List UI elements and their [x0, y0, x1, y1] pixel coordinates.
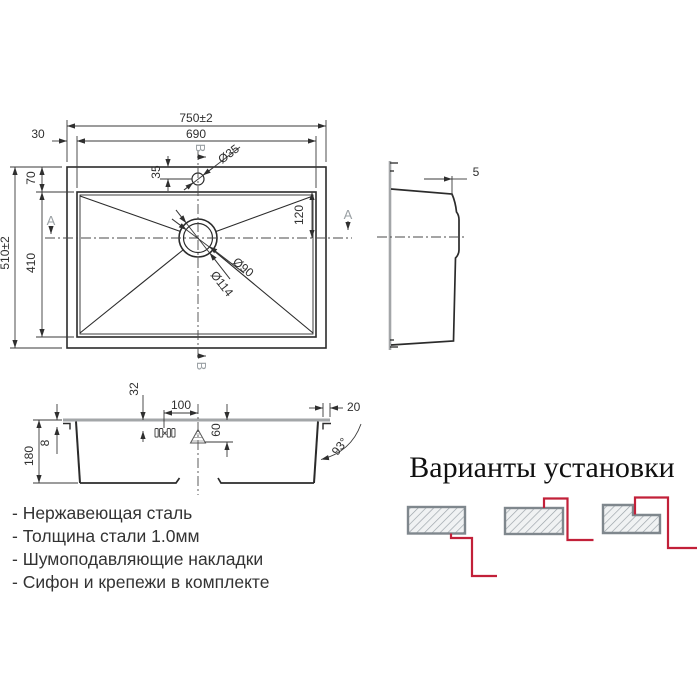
sink-rim-outline [66, 166, 327, 349]
dim-height-total: 510±2 [0, 236, 12, 270]
features-list: - Нержавеющая сталь - Толщина стали 1.0м… [12, 503, 269, 592]
countertop-block-rebated [601, 503, 662, 535]
section-a-right-label: A [344, 207, 353, 222]
feature-item: - Шумоподавляющие накладки [12, 549, 263, 569]
dim-rim-top: 70 [24, 171, 38, 185]
sink-profile-red-line [633, 496, 697, 550]
dim-clip-drop: 32 [127, 382, 141, 396]
basin-diagonals [79, 195, 314, 334]
dim-side-lip: 5 [473, 165, 480, 179]
section-b-top-label: B [193, 144, 208, 153]
front-view-dim-labels: 180 8 32 100 60 20 93° [22, 382, 361, 466]
side-body-profile [390, 188, 460, 346]
dim-width-inner: 690 [186, 127, 206, 141]
basin-walls [75, 421, 319, 484]
sink-basin-inner-edge [79, 194, 314, 335]
front-view-dimension-lines [33, 395, 362, 484]
feature-item: - Сифон и крепежи в комплекте [12, 572, 269, 592]
dim-drain-drop: 60 [209, 423, 223, 437]
side-flange-ticks [390, 162, 398, 348]
dim-rim-lip: 20 [347, 400, 361, 414]
dim-left-offset: 30 [31, 127, 45, 141]
dim-drain-outer: Ø114 [208, 268, 237, 299]
top-view-dimension-lines [10, 120, 327, 349]
install-option-flushmount [601, 496, 697, 550]
sink-basin-outline [76, 191, 317, 338]
side-view: 5 [377, 161, 480, 350]
drain-triangle-symbol [189, 428, 207, 444]
front-view: 180 8 32 100 60 20 93° [22, 382, 362, 495]
sink-profile-red-line [542, 497, 594, 542]
install-option-topmount [503, 497, 594, 542]
top-view-outline [66, 166, 327, 349]
dim-hole-offset: 35 [149, 165, 163, 179]
dim-lip-height: 8 [38, 439, 52, 446]
dim-wall-angle: 93° [329, 435, 351, 458]
install-options-title: Варианты установки [409, 451, 674, 484]
basin-bottom [80, 477, 314, 484]
dim-width-total: 750±2 [179, 111, 213, 125]
feature-item: - Толщина стали 1.0мм [12, 526, 200, 546]
rim-lips [63, 422, 331, 430]
section-b-bottom-label: B [194, 362, 209, 371]
section-markers: A A B B [47, 144, 353, 371]
top-view-centerlines [45, 150, 352, 358]
dim-clip-center: 100 [171, 398, 191, 412]
dim-drain-top: 120 [292, 205, 306, 225]
dim-height: 180 [22, 446, 36, 466]
top-view-dim-labels: 750±2 690 30 510±2 410 70 35 120 Ø35 Ø90… [0, 111, 306, 300]
mounting-clip-detail [154, 428, 176, 438]
install-option-undermount [406, 505, 497, 578]
feature-item: - Нержавеющая сталь [12, 503, 192, 523]
countertop-block [503, 506, 565, 536]
dim-height-inner: 410 [24, 253, 38, 273]
section-a-left-label: A [47, 213, 56, 228]
dim-drain-inner: Ø90 [230, 255, 257, 281]
countertop-block [406, 505, 467, 535]
sink-profile-red-line [449, 533, 497, 578]
